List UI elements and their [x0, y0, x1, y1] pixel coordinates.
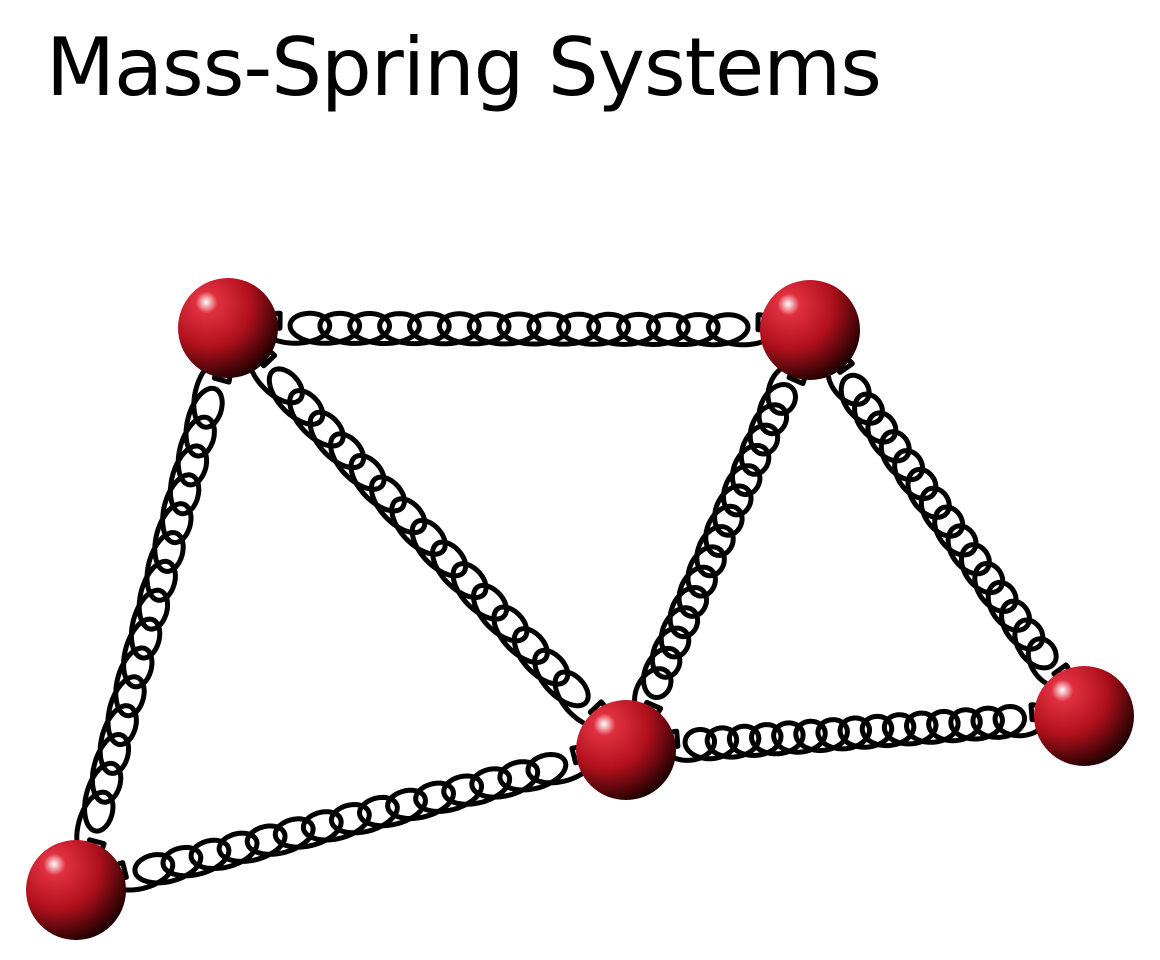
mass-top-right: [760, 280, 860, 380]
spring-top-left-to-center: [249, 347, 609, 727]
masses-layer: [26, 278, 1134, 940]
mass-top-left: [178, 278, 278, 378]
springs-layer: [77, 313, 1070, 890]
spring-top-left-to-bottom-left: [77, 359, 230, 860]
mass-right: [1034, 666, 1134, 766]
spring-bottom-left-to-center: [107, 747, 594, 890]
spring-top-right-to-center: [635, 364, 805, 718]
mass-center: [576, 700, 676, 800]
mass-bottom-left: [26, 840, 126, 940]
spring-center-to-right: [663, 705, 1047, 761]
spring-top-right-to-right: [828, 356, 1070, 686]
spring-top-left-to-top-right: [260, 313, 778, 345]
